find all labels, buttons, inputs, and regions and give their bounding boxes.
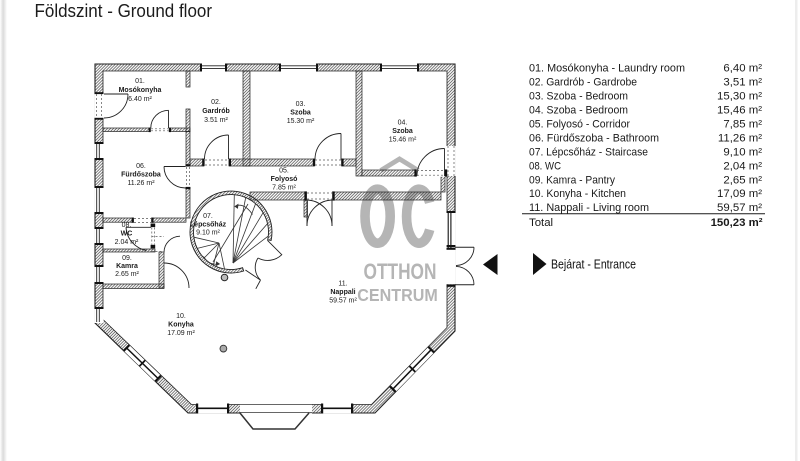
svg-text:17.09 m²: 17.09 m² [167,330,195,337]
svg-text:11.: 11. [338,281,347,288]
svg-text:3.51 m²: 3.51 m² [204,117,228,124]
svg-text:Szoba: Szoba [392,128,413,135]
svg-text:59,57 m²: 59,57 m² [717,202,762,214]
svg-text:Folyosó: Folyosó [271,176,298,183]
svg-text:15,46 m²: 15,46 m² [717,104,762,116]
svg-text:05. Folyosó - Corridor: 05. Folyosó - Corridor [529,118,630,130]
svg-text:03. Szoba - Bedroom: 03. Szoba - Bedroom [529,90,628,102]
svg-text:Total: Total [529,217,553,229]
svg-text:01.: 01. [135,78,145,85]
svg-text:06. Fürdőszoba - Bathroom: 06. Fürdőszoba - Bathroom [529,132,659,144]
svg-text:6,40 m²: 6,40 m² [723,62,762,74]
svg-text:02. Gardrób - Gardrobe: 02. Gardrób - Gardrobe [529,76,637,88]
svg-text:05.: 05. [279,168,289,175]
svg-text:08. WC: 08. WC [529,160,561,172]
svg-text:3,51 m²: 3,51 m² [723,76,762,88]
svg-text:10. Konyha - Kitchen: 10. Konyha - Kitchen [529,188,626,200]
svg-text:7.85 m²: 7.85 m² [272,185,296,192]
svg-text:59.57 m²: 59.57 m² [329,298,357,305]
svg-text:Kamra: Kamra [116,263,138,270]
svg-text:11. Nappali - Living room: 11. Nappali - Living room [529,202,649,214]
svg-text:Földszint - Ground floor: Földszint - Ground floor [35,1,213,21]
svg-text:06.: 06. [136,163,146,170]
svg-text:2,04 m²: 2,04 m² [723,160,762,172]
svg-text:09. Kamra - Pantry: 09. Kamra - Pantry [529,174,615,186]
svg-text:6.40 m²: 6.40 m² [128,96,152,103]
svg-text:11.26 m²: 11.26 m² [127,180,155,187]
svg-text:Gardrób: Gardrób [202,108,230,115]
svg-text:03.: 03. [296,101,306,108]
svg-text:Mosókonyha: Mosókonyha [119,87,162,94]
svg-text:04. Szoba - Bedroom: 04. Szoba - Bedroom [529,104,628,116]
svg-text:11,26 m²: 11,26 m² [718,132,762,144]
svg-text:17,09 m²: 17,09 m² [717,188,762,200]
svg-text:04.: 04. [398,120,408,127]
svg-text:07. Lépcsőház - Staircase: 07. Lépcsőház - Staircase [529,146,648,158]
svg-text:Lépcsőház: Lépcsőház [190,221,227,228]
svg-text:Konyha: Konyha [168,322,194,329]
svg-text:9.10 m²: 9.10 m² [196,230,220,237]
svg-text:Szoba: Szoba [290,110,311,117]
svg-text:OTTHON: OTTHON [364,259,437,284]
svg-text:15.46 m²: 15.46 m² [389,137,417,144]
svg-text:07.: 07. [203,213,213,220]
svg-text:9,10 m²: 9,10 m² [723,146,762,158]
svg-text:7,85 m²: 7,85 m² [723,118,762,130]
svg-text:Nappali: Nappali [330,289,355,296]
svg-text:WC: WC [121,231,133,238]
svg-text:CENTRUM: CENTRUM [357,285,438,305]
svg-text:Bejárat - Entrance: Bejárat - Entrance [551,257,636,272]
svg-text:2,65 m²: 2,65 m² [723,174,762,186]
svg-text:Fürdőszoba: Fürdőszoba [121,172,161,179]
svg-text:15,30 m²: 15,30 m² [717,90,762,102]
svg-text:01. Mosókonyha - Laundry room: 01. Mosókonyha - Laundry room [529,62,685,74]
svg-text:08.: 08. [122,222,132,229]
svg-text:2.04 m²: 2.04 m² [115,239,139,246]
svg-text:02.: 02. [211,99,221,106]
svg-text:10.: 10. [176,313,186,320]
svg-text:15.30 m²: 15.30 m² [287,118,315,125]
svg-text:2.65 m²: 2.65 m² [115,271,139,278]
svg-text:150,23 m²: 150,23 m² [711,217,763,229]
svg-text:09.: 09. [122,255,132,262]
